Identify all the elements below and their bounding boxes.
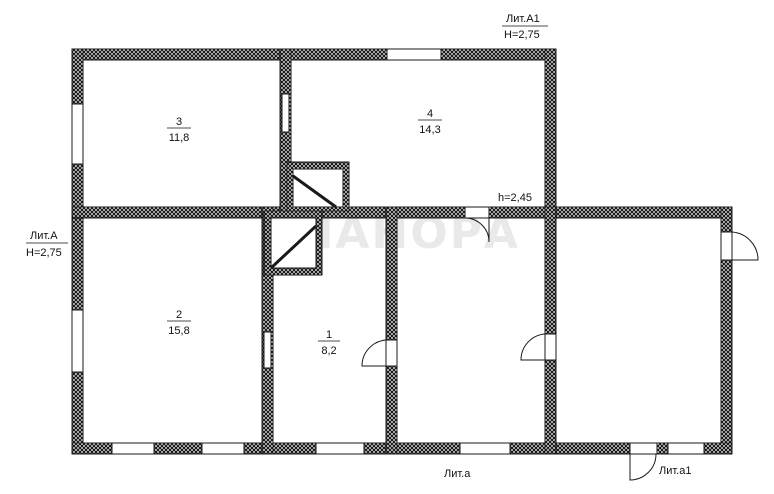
wall-top-main <box>71 48 557 61</box>
stove-upper <box>286 161 350 212</box>
svg-text:3: 3 <box>176 116 182 128</box>
window-bottom-1 <box>111 442 155 455</box>
door-east-room <box>520 333 557 361</box>
wall-divider-east-rooms <box>544 206 557 455</box>
label-lit-a1-lower: Лит.а1 <box>659 465 691 477</box>
label-lit-a: Лит.А H=2,75 <box>26 230 68 259</box>
window-bottom-4 <box>459 442 511 455</box>
opening-inner-2-1 <box>263 331 272 369</box>
room-3-label: 3 11,8 <box>167 116 191 144</box>
window-bottom-5 <box>667 442 705 455</box>
svg-text:Лит.А: Лит.А <box>30 230 58 242</box>
room-1-label: 1 8,2 <box>318 329 340 357</box>
svg-text:8,2: 8,2 <box>321 345 336 357</box>
svg-text:14,3: 14,3 <box>419 124 440 136</box>
svg-text:4: 4 <box>427 108 433 120</box>
svg-text:1: 1 <box>326 329 332 341</box>
room-2-label: 2 15,8 <box>167 309 191 337</box>
svg-text:H=2,75: H=2,75 <box>504 29 540 41</box>
wall-divider-room-1-east <box>385 206 398 455</box>
svg-text:H=2,75: H=2,75 <box>26 247 62 259</box>
wall-bottom <box>71 442 733 455</box>
walls <box>71 48 733 455</box>
window-bottom-2 <box>201 442 245 455</box>
svg-text:2: 2 <box>176 309 182 321</box>
wall-divider-rooms-2-1 <box>261 206 274 455</box>
wall-middle-horizontal <box>71 206 733 219</box>
label-lit-a1: Лит.А1 H=2,75 <box>502 13 548 41</box>
door-exterior-right <box>720 231 759 261</box>
svg-text:15,8: 15,8 <box>168 325 189 337</box>
label-lit-a-lower: Лит.а <box>444 468 471 480</box>
window-top <box>386 48 442 61</box>
wall-right-upper <box>544 48 557 218</box>
window-left-room-2 <box>71 309 84 373</box>
room-4-label: 4 14,3 <box>418 108 442 136</box>
doors <box>361 206 759 481</box>
door-room-1 <box>361 339 398 367</box>
opening-inner-3-4 <box>281 93 290 133</box>
door-exterior-bottom <box>629 442 658 481</box>
stove-lower <box>263 210 323 276</box>
window-bottom-3 <box>315 442 365 455</box>
door-middle-wall <box>464 206 490 243</box>
svg-text:Лит.А1: Лит.А1 <box>506 13 540 25</box>
label-h-inner: h=2,45 <box>498 192 532 204</box>
window-left-room-3 <box>71 103 84 165</box>
windows <box>71 48 705 455</box>
svg-text:11,8: 11,8 <box>169 132 190 144</box>
